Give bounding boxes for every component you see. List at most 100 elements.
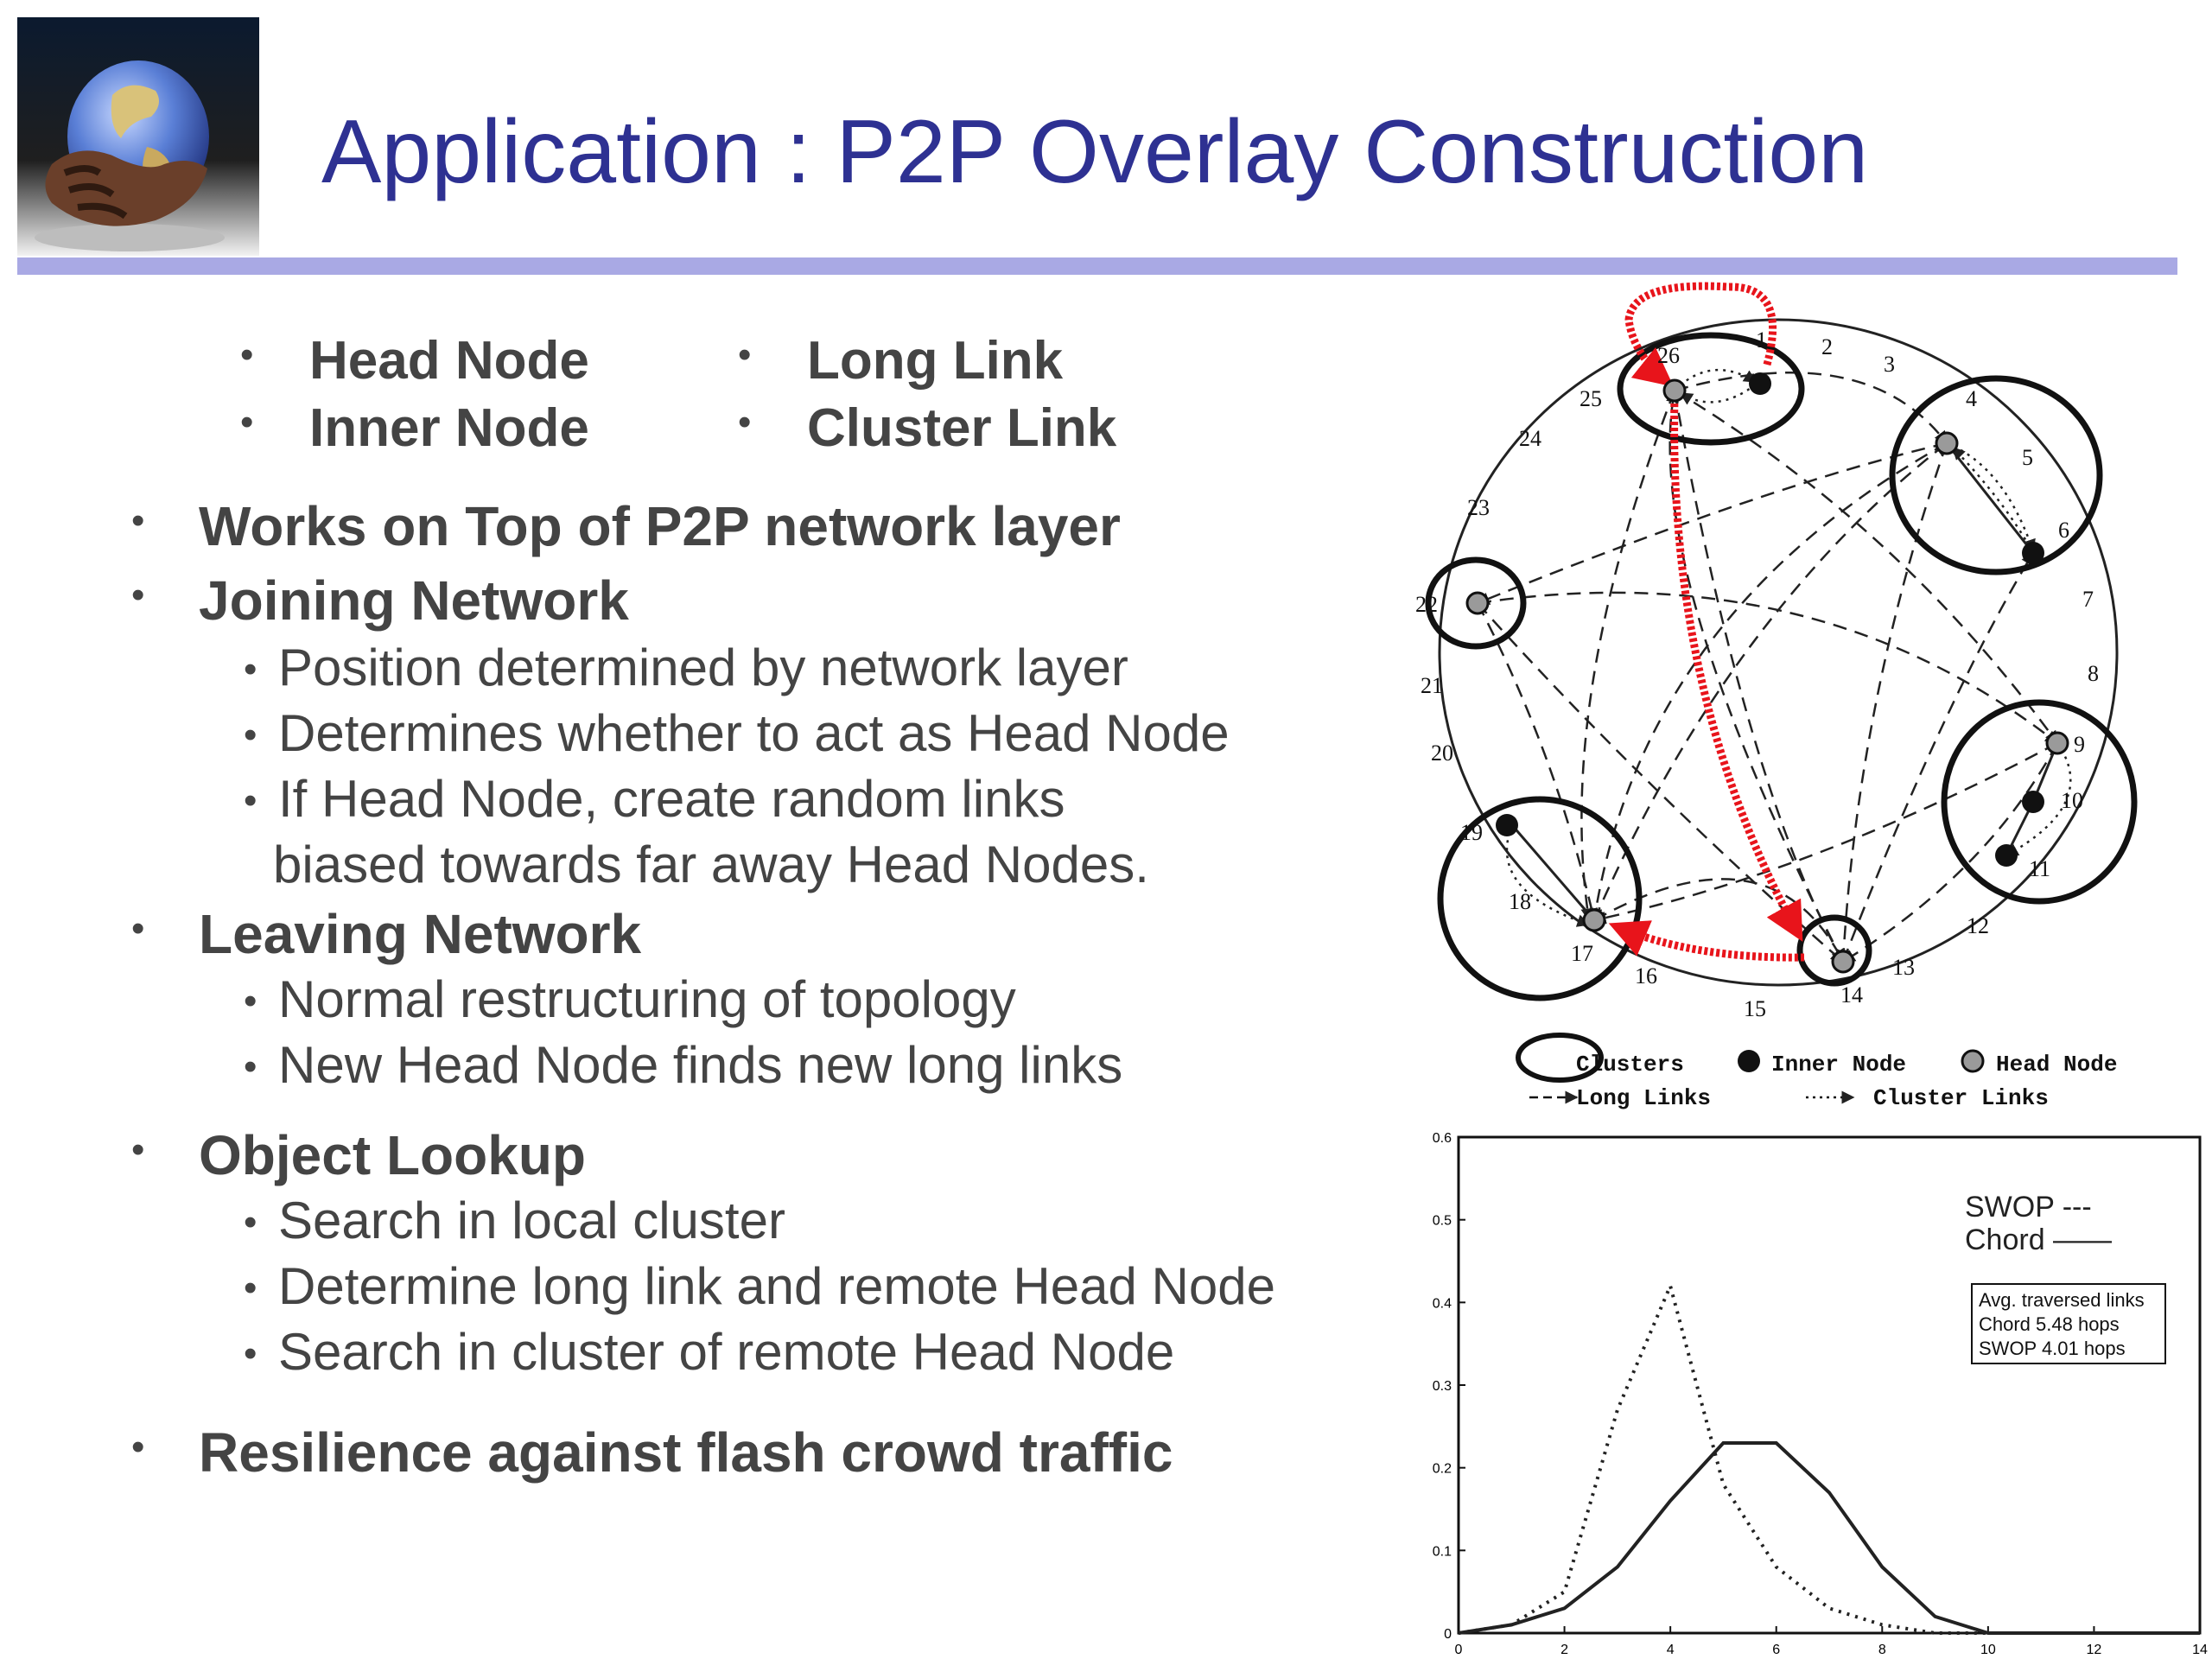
bullet-leaving-network: • Leaving Network (131, 903, 642, 965)
x-tick-label: 8 (1878, 1643, 1886, 1657)
y-tick-label: 0.5 (1433, 1214, 1452, 1229)
sub-bullet-long-link: •Determine long link and remote Head Nod… (244, 1257, 1275, 1315)
globe-logo (17, 17, 259, 256)
bullet-icon: • (131, 1426, 145, 1468)
node-label-21: 21 (1421, 673, 1443, 698)
bullet-icon: • (131, 574, 145, 616)
node-label-25: 25 (1580, 386, 1602, 411)
legend-long-links: Long Links (1576, 1085, 1711, 1111)
node-label-16: 16 (1635, 963, 1657, 988)
keyword-head-node: • Head Node (240, 331, 589, 391)
bullet-icon: • (240, 334, 254, 376)
node-label-11: 11 (2029, 856, 2050, 881)
head-nodes (1465, 378, 2069, 974)
bullet-icon: • (131, 907, 145, 950)
lookup-route (1608, 282, 1805, 962)
bullet-icon: • (244, 1201, 257, 1243)
y-tick-label: 0.1 (1433, 1544, 1452, 1559)
keyword-long-link: • Long Link (738, 331, 1064, 391)
x-tick-label: 2 (1560, 1643, 1568, 1657)
node-label-17: 17 (1571, 941, 1593, 966)
bullet-resilience: • Resilience against flash crowd traffic (131, 1421, 1173, 1484)
node-label-3: 3 (1884, 352, 1895, 377)
node-label-10: 10 (2061, 788, 2083, 813)
bullet-icon: • (131, 1128, 145, 1171)
node-label-5: 5 (2022, 445, 2033, 470)
title-divider (17, 257, 2177, 275)
sub-bullet-position: •Position determined by network layer (244, 639, 1128, 696)
sub-bullet-remote-cluster: •Search in cluster of remote Head Node (244, 1323, 1175, 1381)
sub-bullet-random-links-cont: biased towards far away Head Nodes. (273, 836, 1149, 893)
bullet-icon: • (240, 401, 254, 443)
cluster-links (1505, 368, 2072, 927)
ring-path (1438, 318, 2119, 987)
slide-title: Application : P2P Overlay Construction (321, 102, 1869, 202)
legend-swop: SWOP --- (1965, 1191, 2092, 1224)
bullet-works-on-top: • Works on Top of P2P network layer (131, 495, 1121, 557)
x-tick-label: 0 (1455, 1643, 1463, 1657)
keyword-inner-node: • Inner Node (240, 398, 589, 458)
y-tick-label: 0.3 (1433, 1379, 1452, 1394)
series-chord-line (1458, 1441, 2200, 1635)
bullet-icon: • (131, 499, 145, 542)
inner-node-legend-icon (1738, 1050, 1760, 1072)
node-label-9: 9 (2074, 732, 2085, 757)
x-tick-label: 4 (1667, 1643, 1675, 1657)
bullet-joining-network: • Joining Network (131, 569, 629, 632)
bullet-icon: • (244, 1332, 257, 1375)
keyword-cluster-link: • Cluster Link (738, 398, 1117, 458)
sub-bullet-restructuring: •Normal restructuring of topology (244, 970, 1016, 1028)
sub-bullet-new-head: •New Head Node finds new long links (244, 1036, 1123, 1094)
inner-nodes (1496, 372, 2044, 867)
node-label-23: 23 (1467, 495, 1490, 520)
clusters (1425, 332, 2138, 1001)
node-label-26: 26 (1657, 343, 1680, 368)
sub-bullet-random-links: •If Head Node, create random links (244, 770, 1065, 828)
bullet-icon: • (738, 401, 752, 443)
bullet-icon: • (244, 1046, 257, 1088)
globe-hand-icon (17, 17, 259, 256)
bullet-icon: • (244, 714, 257, 756)
bullet-icon: • (738, 334, 752, 376)
x-tick-label: 14 (2192, 1643, 2208, 1657)
annotation-line-2: Chord 5.48 hops (1979, 1313, 2120, 1335)
node-label-2: 2 (1821, 334, 1833, 359)
node-label-22: 22 (1415, 592, 1438, 617)
x-tick-label: 12 (2087, 1643, 2102, 1657)
x-tick-label: 6 (1772, 1643, 1780, 1657)
sub-bullet-determines: •Determines whether to act as Head Node (244, 704, 1230, 762)
node-label-1: 1 (1756, 327, 1767, 353)
legend-inner-node: Inner Node (1771, 1052, 1906, 1077)
node-label-19: 19 (1460, 820, 1483, 845)
legend-cluster-links: Cluster Links (1873, 1085, 2049, 1111)
y-tick-label: 0.4 (1433, 1296, 1452, 1311)
bullet-icon: • (244, 980, 257, 1022)
y-tick-label: 0.2 (1433, 1462, 1452, 1477)
node-label-20: 20 (1431, 741, 1453, 766)
bullet-icon: • (244, 648, 257, 690)
bullet-icon: • (244, 1267, 257, 1309)
legend-chord: Chord —— (1965, 1224, 2112, 1256)
node-label-6: 6 (2058, 518, 2069, 543)
overlay-diagram: 1 2 3 4 5 6 7 8 9 10 11 12 13 14 15 16 1… (1415, 282, 2138, 1111)
diagram-legend: Clusters Inner Node Head Node Long Links… (1516, 1033, 2117, 1111)
node-label-14: 14 (1840, 982, 1863, 1007)
y-tick-label: 0.6 (1433, 1131, 1452, 1146)
sub-bullet-local-cluster: •Search in local cluster (244, 1192, 785, 1249)
plot-frame (1457, 1135, 2202, 1635)
cluster-legend-icon (1516, 1033, 1604, 1083)
node-label-4: 4 (1966, 386, 1977, 411)
bullet-icon: • (244, 779, 257, 822)
annotation-line-1: Avg. traversed links (1979, 1289, 2145, 1311)
node-label-8: 8 (2088, 661, 2099, 686)
annotation-box (1971, 1283, 2166, 1364)
node-label-7: 7 (2082, 587, 2094, 612)
node-label-15: 15 (1744, 996, 1766, 1021)
head-node-legend-icon (1961, 1049, 1985, 1073)
bullet-object-lookup: • Object Lookup (131, 1124, 586, 1186)
legend-head-node: Head Node (1996, 1052, 2117, 1077)
annotation-line-3: SWOP 4.01 hops (1979, 1338, 2126, 1359)
node-label-24: 24 (1519, 426, 1541, 451)
node-label-18: 18 (1509, 889, 1531, 914)
